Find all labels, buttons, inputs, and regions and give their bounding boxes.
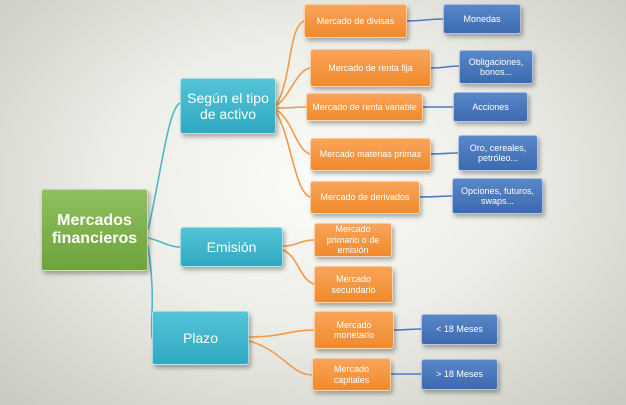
market-node-primario: Mercado primario o de emisión [314,223,392,257]
link-plazo-to-capitales [248,340,313,376]
link-emision-to-primario [282,239,315,247]
link-tipo-to-derivados [275,111,311,198]
example-node-acciones: Acciones [453,92,528,122]
link-tipo-to-renta-fija [275,67,311,107]
link-renta-fija-to-obligaciones [430,65,460,69]
market-node-monetario: Mercado monetario [314,311,394,349]
example-node-obligaciones: Obligaciones, bonos... [459,50,533,84]
market-node-capitales: Mercado capitales [312,358,391,391]
link-root-to-tipo-activo [147,102,181,231]
category-node-emision: Emisión [180,227,283,267]
example-node-menos-18-meses: < 18 Meses [421,314,498,345]
example-node-opciones-futuros: Opciones, futuros, swaps... [452,178,543,214]
link-emision-to-secundario [282,249,315,285]
link-tipo-to-renta-variable [275,106,307,109]
market-node-divisas: Mercado de divisas [304,4,407,38]
link-tipo-to-materias-primas [275,109,311,155]
link-monetario-to-menos-18 [393,328,422,331]
example-node-monedas: Monedas [443,4,521,34]
market-node-secundario: Mercado secundario [314,266,393,303]
link-root-to-emision [147,237,181,248]
link-tipo-to-divisas [275,20,305,106]
example-node-mas-18-meses: > 18 Meses [421,359,498,390]
market-node-renta-variable: Mercado de renta variable [306,93,423,121]
example-node-oro-cereales: Oro, cereales, petróleo... [458,135,538,171]
root-node-mercados-financieros: Mercados financieros [41,189,148,271]
link-divisas-to-monedas [406,18,444,22]
category-node-plazo: Plazo [152,311,249,365]
link-materias-primas-to-oro [430,152,459,155]
link-derivados-to-opciones [419,195,453,198]
market-node-materias-primas: Mercado materias primas [310,138,431,171]
market-node-derivados: Mercado de derivados [310,181,420,214]
link-plazo-to-monetario [248,329,315,338]
category-node-tipo-activo: Según el tipo de activo [180,78,276,134]
market-node-renta-fija: Mercado de renta fija [310,49,431,87]
link-root-to-plazo [147,245,154,339]
